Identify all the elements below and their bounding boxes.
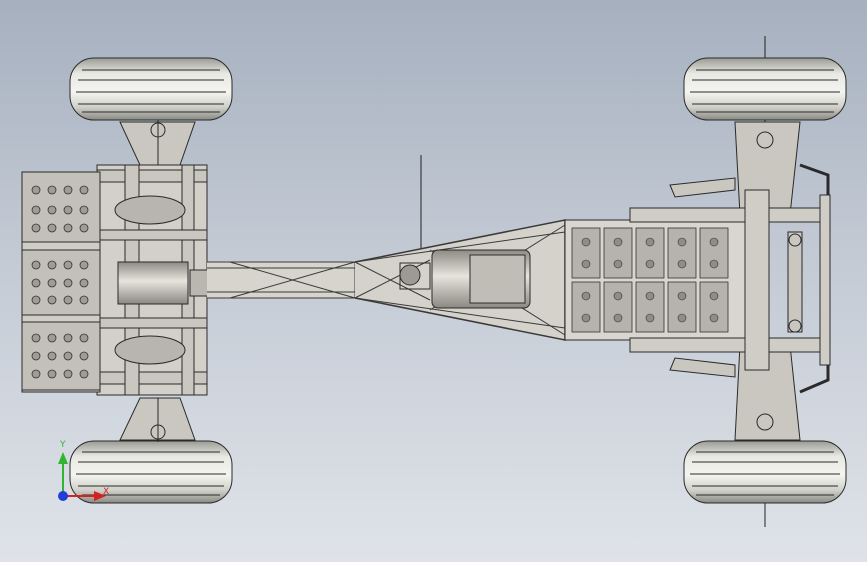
coordinate-triad — [58, 452, 106, 501]
front-suspension — [119, 120, 196, 442]
z-axis-dot — [58, 491, 68, 501]
rear-steering-rack — [787, 231, 803, 333]
tire-front-right — [69, 440, 233, 504]
triad-y-label: Y — [60, 440, 66, 450]
rear-battery-pack — [571, 227, 729, 333]
battery-cell-grid-rear — [581, 237, 719, 323]
center-motor — [399, 249, 531, 309]
tire-rear-right — [683, 440, 847, 504]
battery-cell-grid-front — [31, 185, 89, 379]
rear-suspension — [669, 121, 830, 441]
front-frame — [96, 164, 208, 396]
tire-front-left — [69, 57, 233, 121]
triad-x-label: X — [103, 487, 110, 497]
tire-rear-left — [683, 57, 847, 121]
